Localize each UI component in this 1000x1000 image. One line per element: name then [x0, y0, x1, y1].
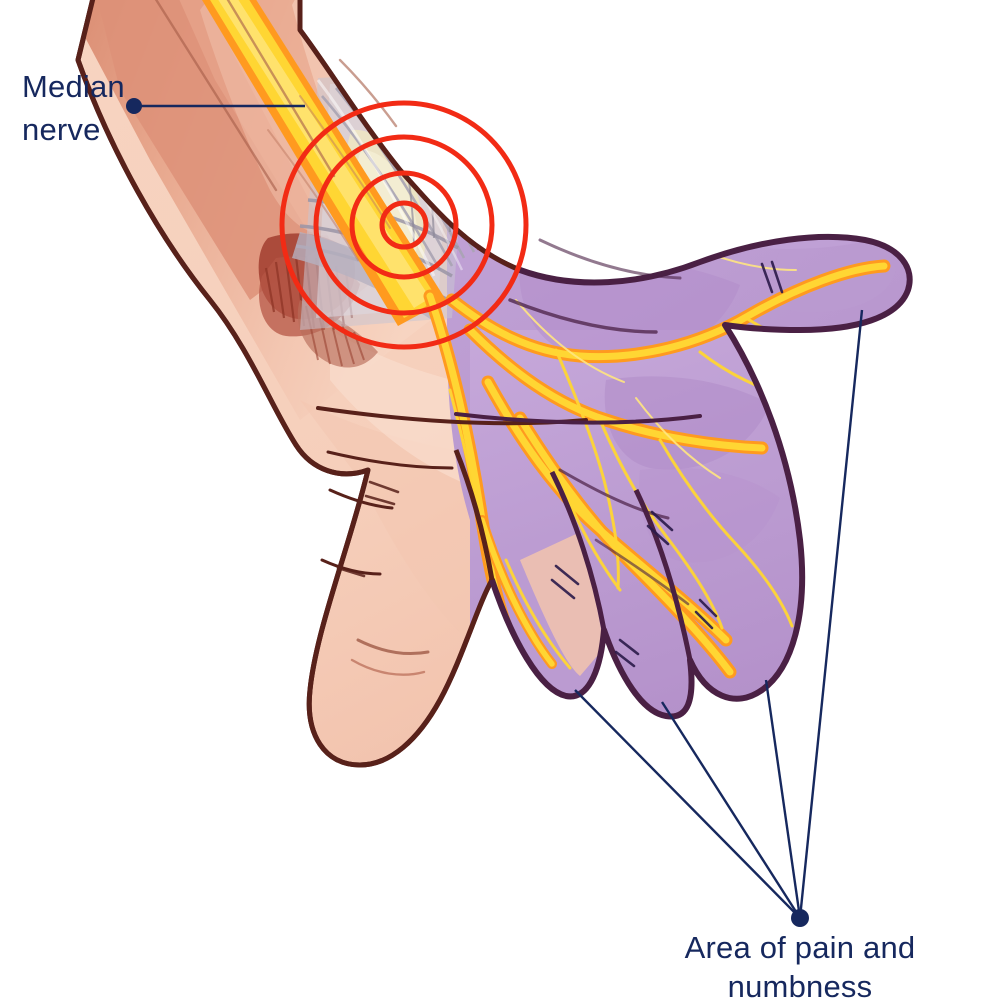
median-nerve-anchor-dot [126, 98, 142, 114]
median-nerve-label-line2: nerve [22, 112, 101, 147]
leader-lines [134, 104, 864, 919]
hand-outline-and-creases [75, 0, 913, 768]
leader-anchor-dots [126, 98, 809, 927]
pain-area-label: Area of pain and numbness [685, 930, 916, 1000]
pain-leader-ring-finger [764, 679, 802, 919]
pain-leader-index-finger [798, 309, 864, 919]
median-nerve-label-line1: Median [22, 69, 125, 104]
pain-target-rings [279, 100, 529, 350]
pain-leader-middle-finger [660, 701, 802, 919]
pain-area-anchor-dot [791, 909, 809, 927]
pain-area-label-line1: Area of pain and [685, 930, 916, 965]
median-nerve-label: Median nerve [22, 69, 125, 147]
pain-area-label-line2: numbness [728, 969, 873, 1000]
pain-leader-index-tip [574, 689, 801, 919]
